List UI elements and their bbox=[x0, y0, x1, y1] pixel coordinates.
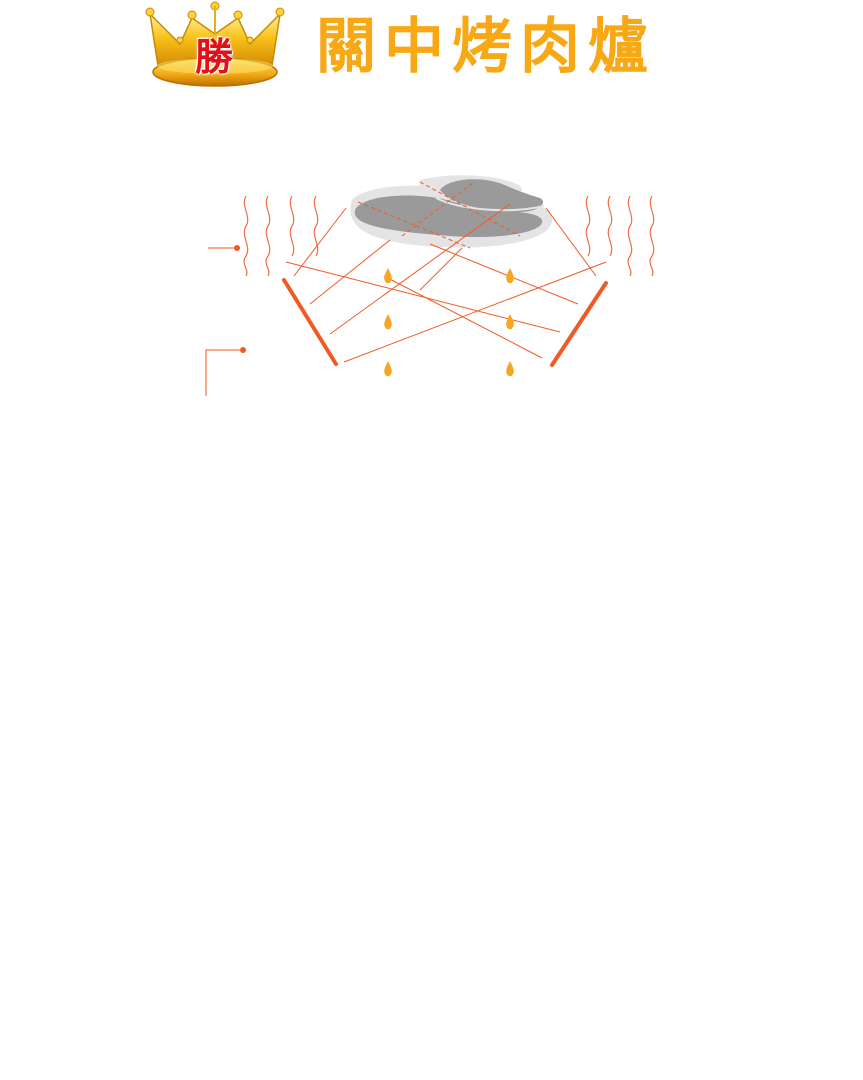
grease-drop-icon bbox=[384, 268, 392, 284]
heat-ray bbox=[285, 261, 561, 333]
reflector-plate-right bbox=[550, 281, 608, 367]
grease-drop-icon bbox=[506, 314, 514, 330]
heat-wave-left-1 bbox=[243, 195, 249, 277]
crown-icon bbox=[145, 1, 285, 87]
grease-drop-icon bbox=[506, 361, 514, 377]
callout-dot-plate bbox=[240, 347, 246, 353]
heat-wave-right-2 bbox=[607, 195, 613, 257]
brand-title: 關中烤肉爐 bbox=[316, 12, 656, 82]
heat-ray bbox=[545, 207, 597, 277]
meat-piece-lower bbox=[354, 195, 543, 238]
grease-drops bbox=[384, 268, 514, 377]
heat-ray bbox=[329, 203, 511, 335]
crown-character: 勝 bbox=[194, 35, 233, 79]
grease-drop-icon bbox=[506, 268, 514, 284]
meat-icon bbox=[350, 175, 553, 248]
heat-ray-dashed bbox=[419, 181, 521, 237]
heat-ray-dashed bbox=[357, 201, 471, 249]
reflector-plate-left bbox=[282, 278, 338, 366]
grill-heat-diagram bbox=[205, 175, 655, 396]
heat-ray bbox=[383, 275, 543, 359]
heat-wave-right-1 bbox=[585, 195, 591, 257]
heat-ray-dashed bbox=[401, 181, 475, 237]
heat-ray bbox=[343, 261, 607, 363]
heat-wave-left-4 bbox=[313, 195, 319, 257]
heat-wave-icon bbox=[585, 195, 655, 277]
meat-highlight bbox=[435, 197, 545, 212]
grease-drop-icon bbox=[384, 361, 392, 377]
heat-rays bbox=[285, 181, 607, 363]
meat-piece-upper bbox=[440, 179, 544, 212]
grease-drop-icon bbox=[384, 314, 392, 330]
callout-line-plate bbox=[205, 349, 243, 396]
heat-wave-icon bbox=[243, 195, 319, 277]
heat-wave-right-4 bbox=[649, 195, 655, 277]
heat-wave-left-3 bbox=[289, 195, 295, 257]
heat-ray bbox=[419, 247, 463, 291]
heat-wave-left-2 bbox=[265, 195, 271, 277]
brand-header: 勝 關中烤肉爐 bbox=[140, 0, 680, 100]
heat-ray bbox=[429, 243, 579, 305]
heat-wave-right-3 bbox=[627, 195, 633, 277]
heat-ray bbox=[293, 207, 347, 277]
reflector-plate-icon bbox=[282, 278, 608, 367]
callout-lines bbox=[205, 245, 246, 396]
callout-dot-heat bbox=[234, 245, 240, 251]
crown-logo: 勝 bbox=[140, 0, 290, 92]
heat-ray bbox=[309, 239, 391, 305]
